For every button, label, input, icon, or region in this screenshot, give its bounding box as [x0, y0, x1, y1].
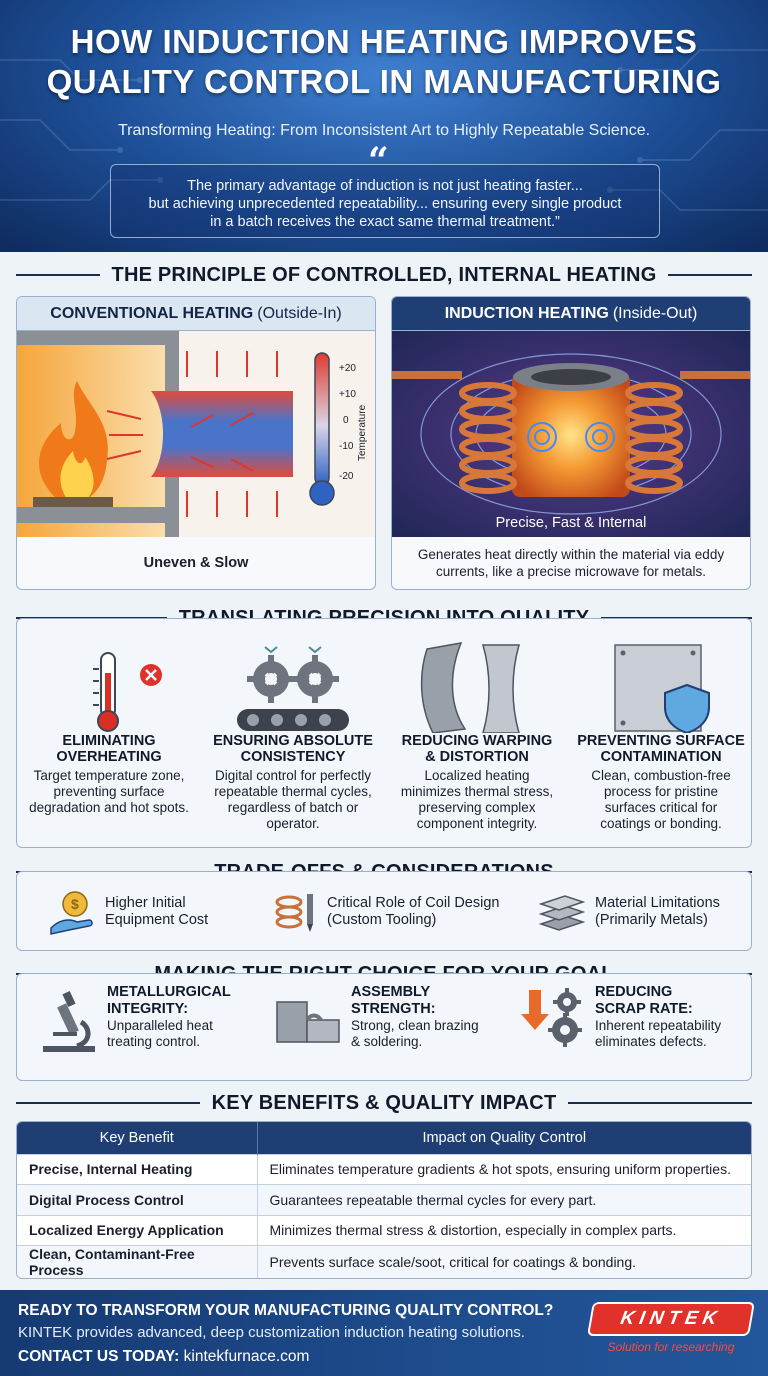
- circuit-pattern: [0, 49, 768, 211]
- benefits-table: Key Benefit Impact on Quality Control Pr…: [16, 1121, 752, 1279]
- contact-link[interactable]: kintekfurnace.com: [183, 1348, 310, 1365]
- induction-heating-illustration: [392, 331, 750, 537]
- panel-title: INDUCTION HEATING (Inside-Out): [392, 297, 750, 331]
- header-banner: HOW INDUCTION HEATING IMPROVES QUALITY C…: [0, 0, 768, 252]
- conventional-heating-panel: CONVENTIONAL HEATING (Outside-In) +20 +1…: [16, 296, 376, 590]
- footer-description: KINTEK provides advanced, deep customiza…: [18, 1324, 525, 1341]
- microscope-icon: [43, 990, 95, 1052]
- induction-art-label: Precise, Fast & Internal: [495, 515, 647, 531]
- column-header: Key Benefit: [17, 1122, 258, 1154]
- thermo-tick: 0: [343, 415, 349, 426]
- svg-text:$: $: [71, 896, 79, 912]
- footer-contact: CONTACT US TODAY: kintekfurnace.com: [18, 1348, 310, 1365]
- logo-tagline: Solution for researching: [607, 1340, 735, 1354]
- quality-item-warping: REDUCING WARPING& DISTORTION Localized h…: [385, 629, 569, 832]
- page-title: HOW INDUCTION HEATING IMPROVES QUALITY C…: [0, 22, 768, 102]
- title-line-1: HOW INDUCTION HEATING IMPROVES: [70, 23, 698, 60]
- section-heading-benefits: KEY BENEFITS & QUALITY IMPACT: [16, 1088, 752, 1118]
- footer-cta: READY TO TRANSFORM YOUR MANUFACTURING QU…: [18, 1302, 554, 1319]
- panel-caption: Generates heat directly within the mater…: [417, 547, 725, 579]
- quote-line: The primary advantage of induction is no…: [187, 178, 583, 194]
- induction-heating-panel: INDUCTION HEATING (Inside-Out) Precise, …: [391, 296, 751, 590]
- gears-conveyor-icon: [237, 646, 349, 731]
- thermometer-x-icon: [93, 652, 162, 732]
- section-heading-principle: THE PRINCIPLE OF CONTROLLED, INTERNAL HE…: [16, 260, 752, 290]
- thermo-tick: +20: [339, 363, 356, 374]
- table-header-row: Key Benefit Impact on Quality Control: [17, 1122, 751, 1154]
- shield-plate-icon: [614, 644, 710, 735]
- metal-sheets-icon: [538, 895, 585, 931]
- weld-joint-icon: [276, 1001, 340, 1043]
- warped-plates-icon: [420, 642, 520, 734]
- quote-line: in a batch receives the exact same therm…: [210, 214, 560, 230]
- quote-box: The primary advantage of induction is no…: [110, 164, 660, 238]
- thermo-tick: -20: [339, 471, 354, 482]
- footer: READY TO TRANSFORM YOUR MANUFACTURING QU…: [0, 1290, 768, 1376]
- panel-caption: Uneven & Slow: [143, 555, 249, 571]
- tradeoff-item-materials: Material Limitations(Primarily Metals): [537, 884, 720, 940]
- thermo-axis-label: Temperature: [357, 404, 368, 461]
- title-line-2: QUALITY CONTROL IN MANUFACTURING: [46, 63, 722, 100]
- thermo-tick: -10: [339, 441, 354, 452]
- conventional-heating-illustration: +20 +10 0 -10 -20 Temperature: [17, 331, 375, 537]
- thermo-tick: +10: [339, 389, 356, 400]
- column-header: Impact on Quality Control: [257, 1122, 751, 1154]
- tradeoff-item-coil: Critical Role of Coil Design(Custom Tool…: [269, 884, 499, 940]
- quote-icon: “: [368, 140, 389, 182]
- coil-icon: [275, 894, 313, 932]
- panel-title: CONVENTIONAL HEATING (Outside-In): [17, 297, 375, 331]
- subtitle: Transforming Heating: From Inconsistent …: [117, 122, 651, 139]
- coin-hand-icon: $: [50, 891, 93, 935]
- quote-line: but achieving unprecedented repeatabilit…: [148, 196, 622, 212]
- down-arrow-gears-icon: [521, 988, 582, 1047]
- kintek-logo: KINTEK: [589, 1304, 753, 1334]
